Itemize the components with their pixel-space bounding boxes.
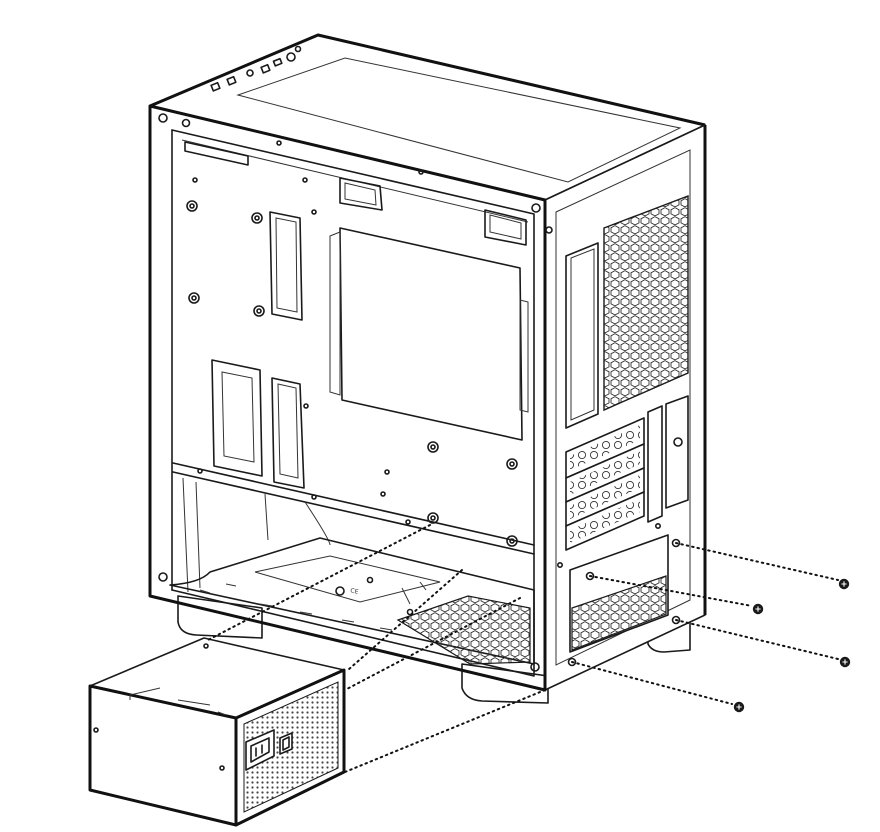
psu-screw-hole [671, 615, 681, 625]
cpu-cutout [339, 227, 523, 441]
screw-icon [752, 603, 764, 615]
psu-screw-hole [585, 571, 595, 581]
power-button-icon [286, 52, 296, 62]
screw-icon [839, 656, 851, 668]
svg-text:CE: CE [350, 587, 360, 596]
power-supply [88, 637, 346, 827]
side-hex-mesh [603, 194, 689, 412]
pc-case: CE [148, 33, 707, 704]
top-glass-window [236, 57, 682, 183]
screw-icon [733, 701, 745, 713]
psu-basement: CE [169, 537, 535, 665]
usb-port-icon [210, 81, 221, 92]
thumb-screw-icon [673, 437, 683, 447]
screws [733, 578, 851, 713]
usb-c-port-icon [272, 57, 283, 67]
usb-port-icon [260, 63, 271, 74]
motherboard-tray [181, 139, 529, 547]
screw-icon [838, 578, 850, 590]
psu-screw-hole [567, 657, 577, 667]
alignment-guides [207, 524, 839, 773]
front-io-panel [210, 45, 302, 92]
usb-port-icon [226, 75, 237, 86]
audio-jack-icon [246, 69, 254, 77]
psu-screw-hole [671, 538, 681, 548]
expansion-slots [565, 395, 689, 551]
